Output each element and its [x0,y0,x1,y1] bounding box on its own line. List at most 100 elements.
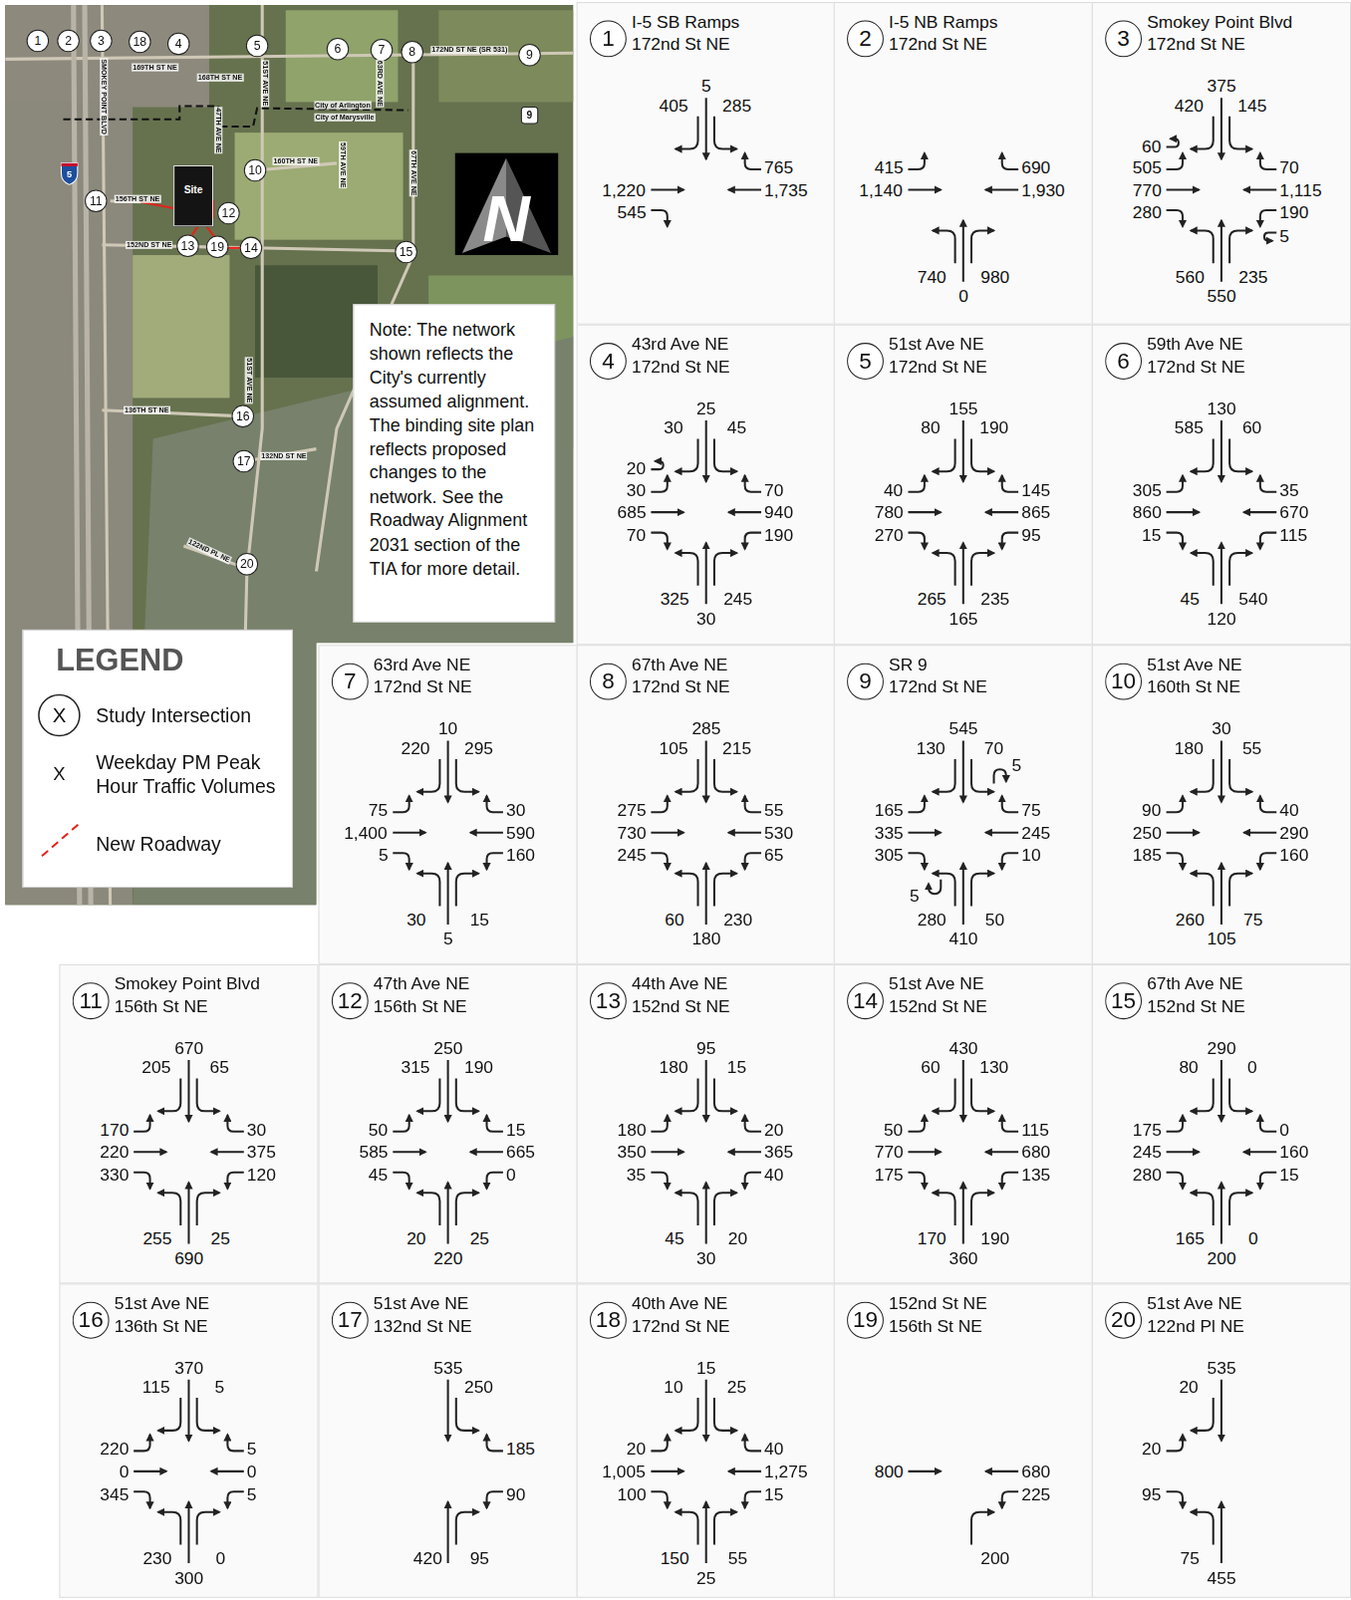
movement-arrow [705,420,708,482]
site-parcel: Site [173,165,214,227]
street-name-title: 51st Ave NE [1146,655,1243,676]
traffic-volume: 220 [432,1248,464,1268]
movement-arrow [456,873,480,907]
traffic-volume: 335 [873,822,905,842]
traffic-volume: 220 [399,738,431,758]
movement-arrow [1220,1182,1223,1244]
street-name-title: 67th Ave NE [631,655,728,676]
movement-arrow [908,831,942,834]
street-name-title: 156th St NE [888,1316,983,1337]
intersection-number: 11 [89,195,103,208]
traffic-volume: 165 [873,800,905,819]
street-name-title: 172nd St NE [373,677,473,698]
movement-arrow [1166,188,1200,191]
movement-arrow [1166,1114,1183,1131]
intersection-number: 16 [236,410,251,423]
traffic-volume: 30 [695,608,717,628]
traffic-volume: 375 [246,1142,277,1162]
traffic-volume: 10 [1020,845,1042,865]
movement-arrow [650,1491,667,1508]
intersection-number-circle: 13 [589,982,627,1020]
traffic-volume: 290 [1206,1038,1238,1058]
arrow-group [650,1060,762,1244]
movement-arrow [158,1192,182,1226]
movement-arrow [1166,1491,1183,1508]
traffic-volume: 175 [1131,1119,1163,1139]
movement-arrow [1002,475,1019,492]
traffic-volume: 115 [141,1376,172,1396]
traffic-volume: 285 [721,95,753,115]
movement-arrow [1260,153,1277,170]
street-name-title: 152nd St NE [888,997,988,1018]
movement-arrow [728,1470,762,1473]
arrow-group [392,1060,504,1244]
movement-arrow [1002,1491,1019,1508]
traffic-volume: 680 [1020,1461,1052,1481]
study-intersection-marker: 5 [246,34,270,58]
map-shape [226,247,241,250]
movement-arrow [187,1379,190,1441]
traffic-volume: 860 [1131,502,1163,522]
traffic-volume: 190 [979,1229,1011,1249]
movement-arrow [714,1079,738,1112]
traffic-volume: 360 [947,1248,979,1268]
traffic-volume: 245 [722,588,754,608]
movement-arrow [714,1192,738,1226]
intersection-panel: 9SR 9172nd St NE545130705165335305575245… [833,644,1093,965]
traffic-volume: 175 [873,1164,905,1184]
traffic-volume: 205 [140,1058,172,1078]
traffic-volume: 765 [763,157,795,177]
street-name-title: 172nd St NE [888,34,988,55]
movement-arrow [650,533,667,549]
intersection-panel: 11Smokey Point Blvd156th St NE6702056517… [58,964,318,1285]
movement-arrow [133,1491,150,1508]
traffic-volume: 55 [763,800,785,819]
movement-arrow [1002,796,1019,812]
movement-arrow [745,153,762,170]
traffic-volume: 1,930 [1020,180,1067,200]
traffic-volume: 455 [1206,1568,1238,1588]
traffic-volume: 25 [695,398,717,418]
study-intersection-marker: 19 [206,236,230,260]
movement-arrow [714,116,738,150]
traffic-volume: 940 [763,502,795,522]
intersection-number-circle: 20 [1104,1302,1142,1340]
traffic-volume: 70 [625,525,647,544]
movement-arrow [470,831,504,834]
intersection-number: 20 [1110,1309,1136,1333]
street-name-title: 172nd St NE [888,677,988,698]
map-shape [60,163,77,167]
traffic-volume: 200 [979,1548,1011,1568]
movement-arrow [197,1512,221,1546]
movement-arrow [1229,552,1253,586]
movement-arrow [962,220,965,281]
movement-arrow [1002,153,1019,170]
intersection-number: 15 [399,246,414,259]
movement-arrow [447,1182,450,1244]
movement-arrow [133,1150,167,1153]
movement-arrow [675,1192,699,1226]
traffic-volume: 145 [1020,480,1052,500]
traffic-volume: 530 [763,822,795,842]
study-intersection-marker: 14 [240,237,264,261]
traffic-volume: 0 [246,1461,259,1481]
intersection-number: 6 [334,42,342,55]
traffic-volume: 770 [1131,180,1163,200]
movement-arrow [985,188,1019,191]
traffic-volume: 25 [469,1229,491,1249]
movement-arrow [187,1502,190,1564]
legend-sample-text: X [52,705,67,726]
movement-arrow [1220,1060,1223,1121]
traffic-volume: 120 [246,1164,277,1184]
traffic-volume: 70 [1278,157,1300,177]
traffic-volume: 160 [505,845,537,865]
traffic-volume: 50 [367,1119,389,1139]
movement-arrow [908,1114,925,1131]
movement-arrow [1166,153,1183,170]
movement-arrow [745,1491,762,1508]
movement-arrow [908,153,925,170]
intersection-number: 19 [852,1309,878,1333]
route-shield-number: 5 [66,170,72,180]
traffic-volume: 5 [214,1376,227,1396]
note-text: Note: The network shown reflects the Cit… [369,318,542,582]
